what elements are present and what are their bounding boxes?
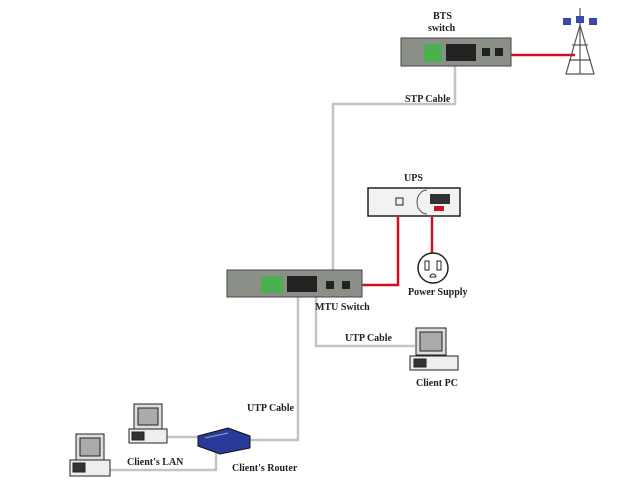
mtu-switch[interactable] — [226, 269, 363, 298]
power-supply-label: Power Supply — [408, 287, 468, 298]
client-computer-2[interactable] — [69, 433, 111, 477]
stp-cable — [331, 66, 457, 272]
client-router-label: Client's Router — [232, 463, 298, 474]
bts-label-2: switch — [428, 23, 456, 34]
mtu-switch-label: MTU Switch — [315, 302, 370, 313]
cell-tower-icon — [563, 8, 597, 75]
ups-label: UPS — [404, 173, 423, 184]
power-outlet-icon[interactable] — [417, 252, 449, 284]
utp-cable-pc-label: UTP Cable — [345, 333, 393, 344]
lan-cable-2 — [110, 452, 218, 472]
stp-cable-label: STP Cable — [405, 94, 451, 105]
utp-cable-router — [248, 297, 300, 442]
bts-label: BTS — [433, 11, 452, 22]
client-lan-computer[interactable] — [128, 403, 168, 444]
utp-cable-router-label: UTP Cable — [247, 403, 295, 414]
client-pc[interactable] — [409, 327, 459, 371]
ups[interactable] — [367, 187, 461, 217]
utp-cable-pc — [314, 297, 415, 348]
client-pc-label: Client PC — [416, 378, 458, 389]
ups-to-switch-cable — [362, 217, 400, 287]
client-router[interactable] — [197, 427, 251, 455]
bts-switch[interactable] — [400, 37, 512, 67]
client-lan-label: Client's LAN — [127, 457, 184, 468]
